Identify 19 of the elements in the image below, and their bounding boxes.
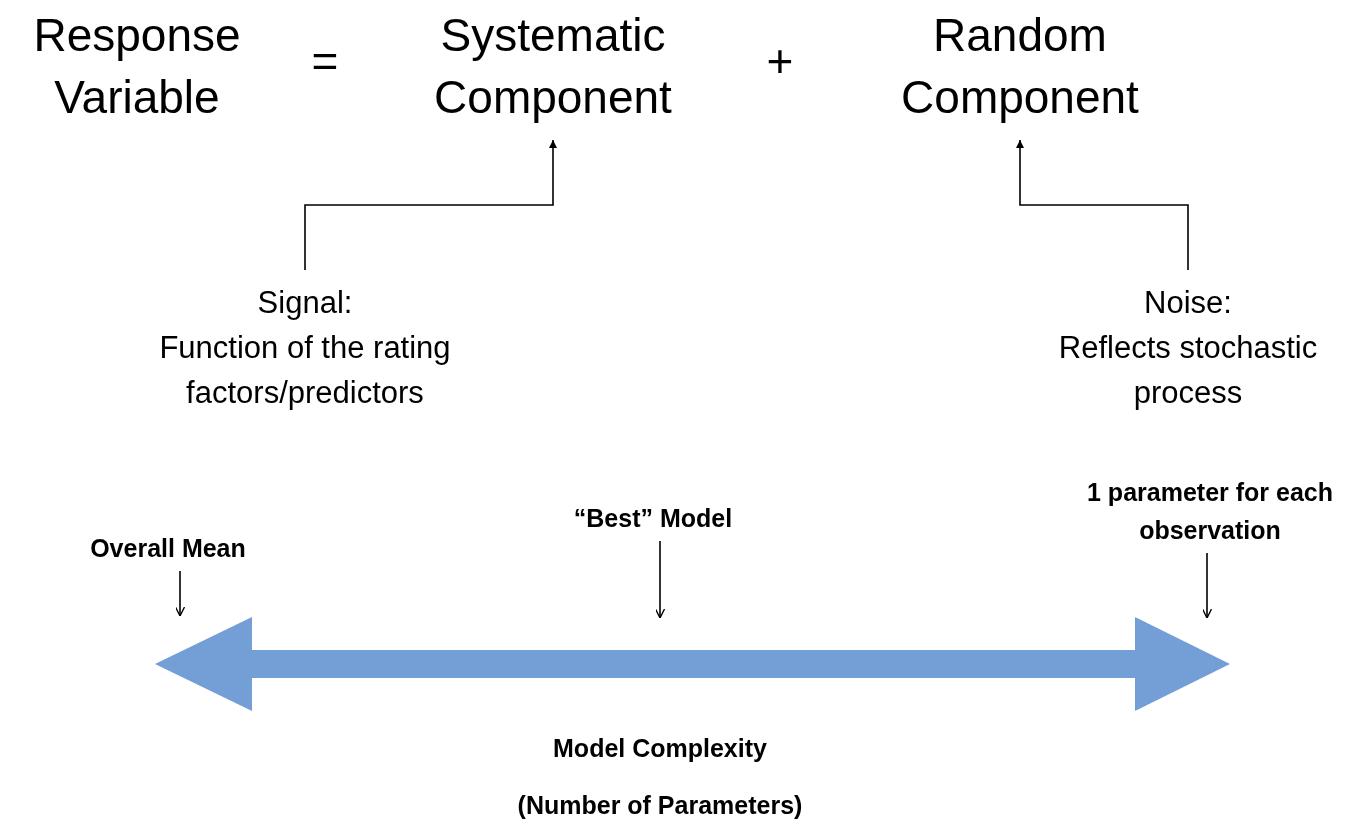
node-text: “Best” Model <box>573 503 733 534</box>
axis-title: Model Complexity <box>553 733 767 764</box>
node-text: Reflects stochastic process <box>1057 329 1319 412</box>
node-text: Overall Mean <box>89 533 247 564</box>
pointer-arrow <box>1201 552 1213 619</box>
pointer-arrow <box>174 570 186 617</box>
node-text: Function of the rating factors/predictors <box>158 329 452 412</box>
plus-sign: + <box>766 34 794 89</box>
node-text: Systematic Component <box>433 8 673 125</box>
axis-subtitle: (Number of Parameters) <box>517 790 803 821</box>
equals-sign: = <box>311 34 339 89</box>
node-heading: Signal: <box>256 284 354 322</box>
elbow-arrow <box>304 139 557 271</box>
node-text: Response Variable <box>32 8 242 125</box>
elbow-arrow <box>1016 139 1189 271</box>
node-text: Random Component <box>900 8 1140 125</box>
node-heading: Noise: <box>1143 284 1233 322</box>
node-text: 1 parameter for each observation <box>1086 477 1334 546</box>
pointer-arrow <box>654 540 666 619</box>
